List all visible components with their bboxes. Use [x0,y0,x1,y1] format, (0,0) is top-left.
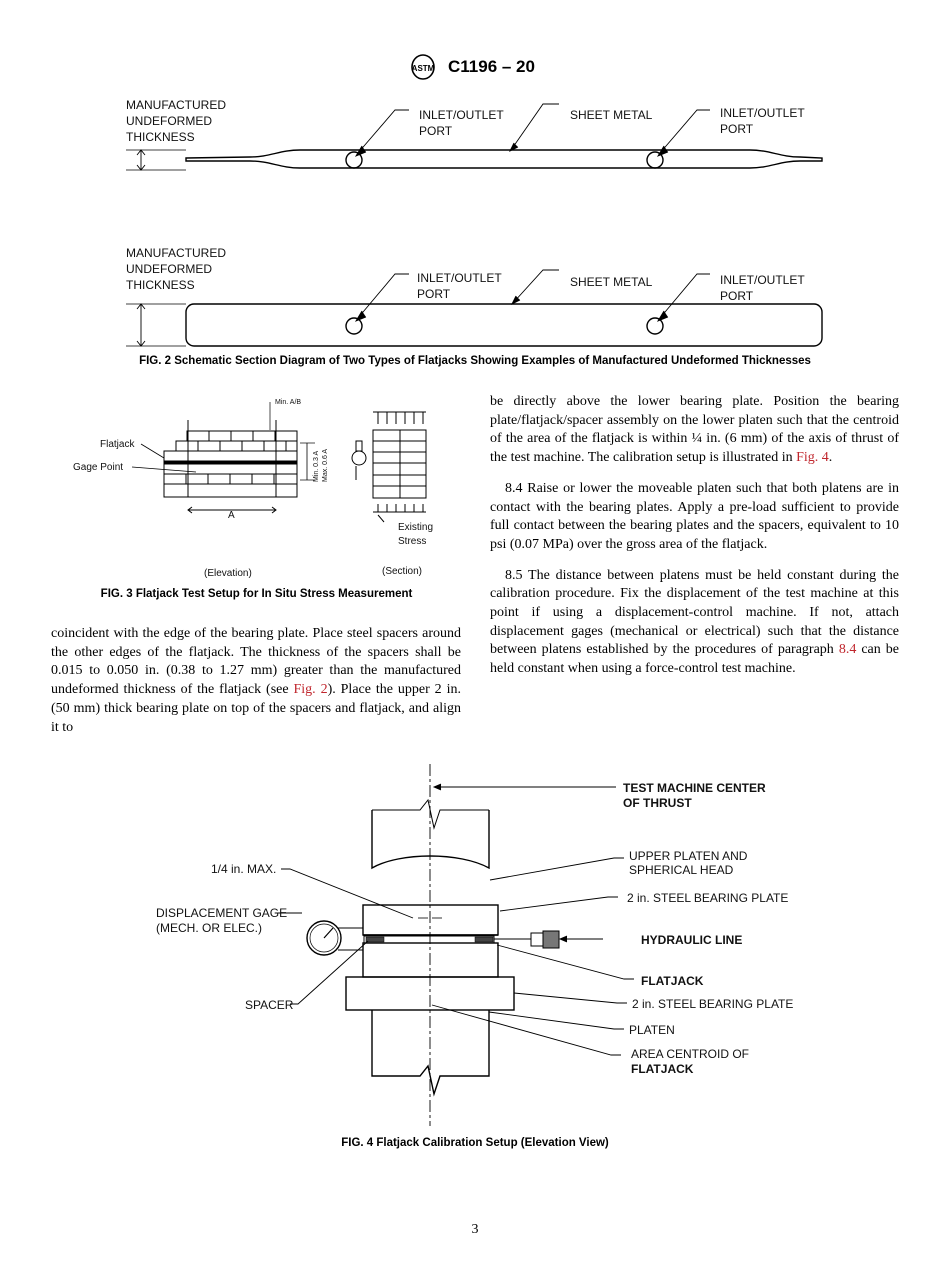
fig4-machine [306,764,560,1126]
fig4-lower-bearing-plate: 2 in. STEEL BEARING PLATE [632,997,793,1011]
para-text-b: ). Place the upper 2 in. (50 mm) thick b… [51,682,461,735]
left-column-text: coincident with the edge of the bearing … [51,625,461,737]
paragraph-position: be directly above the lower bearing plat… [490,393,899,468]
fig2-bot-port-left-2: PORT [417,287,451,301]
fig2-link[interactable]: Fig. 2 [293,682,328,698]
fig2-bot-port-right-2: PORT [720,289,754,303]
page-number: 3 [471,1222,479,1237]
right-column-text: be directly above the lower bearing plat… [490,393,899,679]
fig3-gage-point-label: Gage Point [73,462,123,473]
fig3-max-06a: Max. 0.6 A [322,449,329,482]
astm-logo-icon: ASTM [411,54,435,80]
fig3-elevation-label: (Elevation) [204,568,252,579]
fig3-section-label: (Section) [382,566,422,577]
fig2-bot-thickness-1: MANUFACTURED [126,246,226,260]
section-8-4-link[interactable]: 8.4 [838,642,857,658]
fig2-top-port-right-1: INLET/OUTLET [720,106,805,120]
fig4-upper-platen-1: UPPER PLATEN AND [629,849,748,863]
fig2-caption: FIG. 2 Schematic Section Diagram of Two … [139,355,811,367]
fig4-caption: FIG. 4 Flatjack Calibration Setup (Eleva… [341,1137,609,1149]
fig4-flatjack: FLATJACK [641,974,704,988]
fig2-top-port-left-2: PORT [419,124,453,138]
fig4-disp-gage-1: DISPLACEMENT GAGE [156,906,287,920]
fig3-a-label: A [228,510,235,521]
fig4-hydraulic-line: HYDRAULIC LINE [641,933,742,947]
fig2-top-thickness-3: THICKNESS [126,130,195,144]
fig4-upper-platen-2: SPHERICAL HEAD [629,863,734,877]
para-text-b: can be held constant when using a force-… [490,642,899,677]
fig3-existing-stress-2: Stress [398,536,426,547]
fig3-min-ab: Min. A/B [275,399,301,406]
fig2-bot-port-right-1: INLET/OUTLET [720,273,805,287]
logo-text: ASTM [412,64,435,73]
para-text-a: be directly above the lower bearing plat… [490,394,899,466]
fig2-bot-sheet: SHEET METAL [570,275,653,289]
page-header: ASTM C1196 – 20 [0,54,950,82]
fig2-bot-thickness-2: UNDEFORMED [126,262,212,276]
fig4-centroid-1: AREA CENTROID OF [631,1047,749,1061]
fig2-bot-port-left-1: INLET/OUTLET [417,271,502,285]
paragraph-8-4: 8.4 Raise or lower the moveable platen s… [490,480,899,552]
paragraph-spacers: coincident with the edge of the bearing … [51,625,461,737]
fig4-center-thrust-1: TEST MACHINE CENTER [623,781,766,795]
fig3-elevation-wall [131,402,315,514]
fig4-centroid-2: FLATJACK [631,1062,694,1076]
fig2-top-thickness-1: MANUFACTURED [126,98,226,112]
fig2-top-port-right-2: PORT [720,122,754,136]
fig3-flatjack-label: Flatjack [100,439,135,450]
fig2-top-sheet: SHEET METAL [570,108,653,122]
flatjack-thin-diagram [126,103,823,171]
flatjack-thick-diagram [126,269,823,347]
fig3-caption: FIG. 3 Flatjack Test Setup for In Situ S… [100,588,413,600]
fig3-section-wall [351,411,427,523]
fig4-spacer: SPACER [245,998,294,1012]
fig4-center-thrust-2: OF THRUST [623,796,692,810]
fig4-quarter-max: 1/4 in. MAX. [211,862,276,876]
figure-2: MANUFACTURED UNDEFORMED THICKNESS INLET/… [126,98,823,347]
fig2-bot-thickness-3: THICKNESS [126,278,195,292]
fig4-disp-gage-2: (MECH. OR ELEC.) [156,921,262,935]
fig3-min-03a: Min. 0.3 A [313,451,320,482]
fig4-leaders [278,783,634,1056]
designation: C1196 – 20 [448,57,535,76]
paragraph-8-5: 8.5 The distance between platens must be… [490,567,899,679]
para-text-a: 8.5 The distance between platens must be… [490,567,899,658]
figure-3: Min. A/B Flatjack Gage Point Min. 0.3 A … [73,399,433,579]
fig4-upper-bearing-plate: 2 in. STEEL BEARING PLATE [627,891,788,905]
fig3-existing-stress-1: Existing [398,522,433,533]
fig4-link[interactable]: Fig. 4 [796,450,829,466]
fig4-platen: PLATEN [629,1023,675,1037]
para-text-b: . [828,450,833,466]
fig2-top-port-left-1: INLET/OUTLET [419,108,504,122]
fig2-top-thickness-2: UNDEFORMED [126,114,212,128]
para-text-a: coincident with the edge of the bearing … [51,626,461,698]
